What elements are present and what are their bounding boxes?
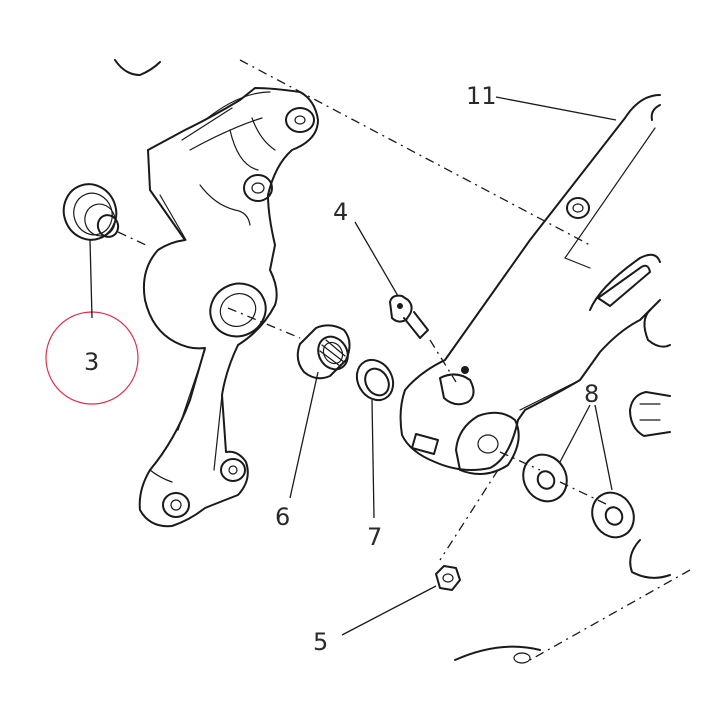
part-3-cap	[62, 183, 149, 247]
callout-11: 11	[466, 82, 497, 110]
knuckle-bracket	[138, 87, 319, 528]
part-5-nut	[435, 565, 461, 591]
callout-3: 3	[84, 348, 99, 376]
leader-lines	[89, 96, 617, 636]
part-7-seal	[355, 358, 395, 402]
callout-4: 4	[333, 198, 348, 226]
part-8-washers	[522, 453, 635, 539]
callouts: 3 4 5 6 7 8 11	[84, 82, 599, 656]
part-6-needle-bearing	[296, 324, 351, 380]
part-4-bolt	[389, 294, 429, 339]
callout-7: 7	[367, 523, 382, 551]
callout-8: 8	[584, 380, 599, 408]
part-11-arm	[399, 94, 661, 475]
partial-part-top	[114, 59, 161, 76]
callout-6: 6	[275, 503, 290, 531]
right-edge-parts	[454, 104, 671, 664]
callout-5: 5	[313, 628, 328, 656]
